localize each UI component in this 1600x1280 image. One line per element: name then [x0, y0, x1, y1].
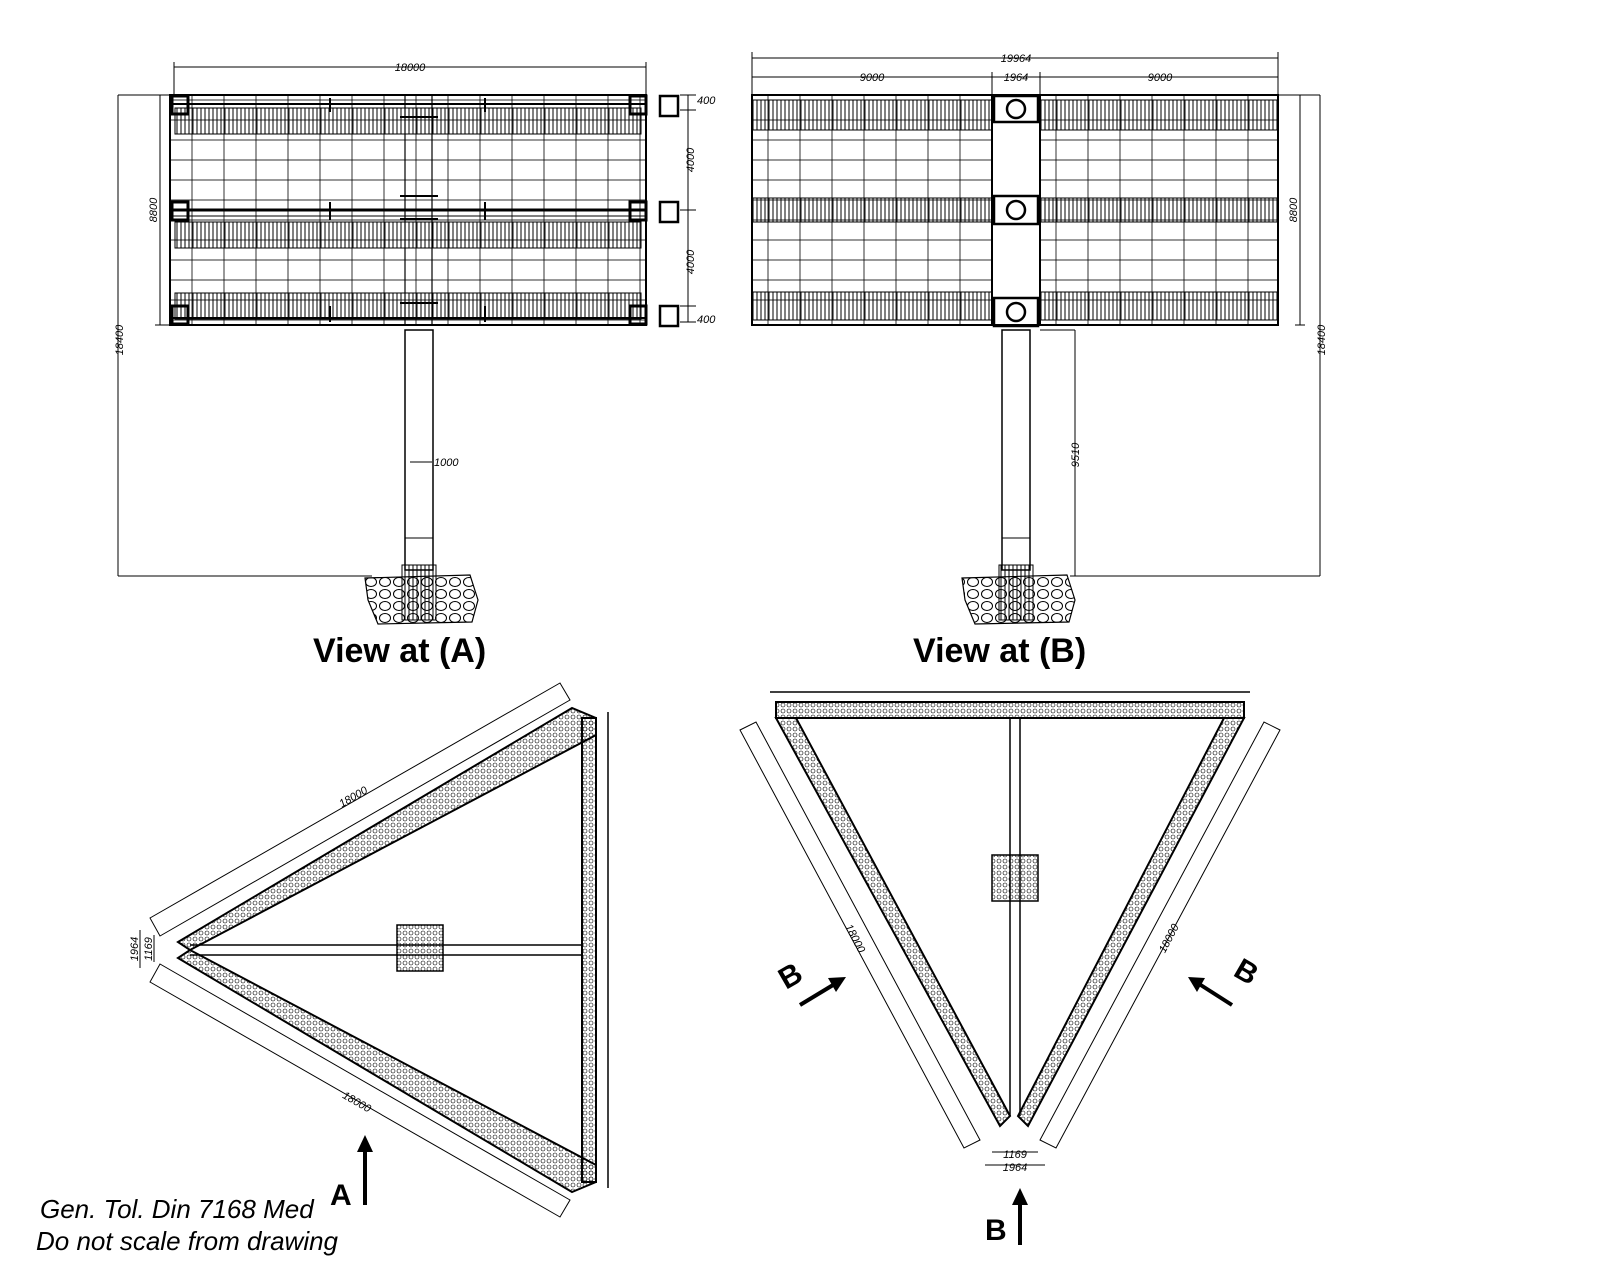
dim-apex-outer-1964: 1964	[129, 937, 141, 961]
wall-right-a	[581, 717, 597, 1183]
note-tolerance: Gen. Tol. Din 7168 Med	[40, 1194, 315, 1224]
view-arrow-b-left: B	[773, 957, 846, 1007]
view-arrow-b-right: B	[1188, 952, 1264, 1007]
wall-right-b	[1016, 717, 1246, 1128]
arrow-label-b-right: B	[1229, 952, 1264, 991]
dim-left-9000: 9000	[860, 72, 885, 84]
dim-bay-lower-4000: 4000	[685, 249, 697, 274]
dim-panel-height-8800-b: 8800	[1288, 197, 1300, 222]
dim-side-upper-18000: 18000	[337, 784, 370, 810]
dim-bay-upper-4000: 4000	[685, 147, 697, 172]
pole-b	[1001, 329, 1031, 571]
plan-view-b: 18000 18000 1169 1964 B B B	[739, 691, 1281, 1247]
note-do-not-scale: Do not scale from drawing	[36, 1226, 339, 1256]
plan-view-a: 18000 18000 1964 1169 A	[129, 682, 609, 1218]
dim-panel-height-8800: 8800	[148, 197, 160, 222]
dim-side-right-18000: 18000	[1157, 921, 1182, 954]
dim-side-left-18000: 18000	[842, 922, 867, 955]
pole-a	[404, 329, 434, 571]
view-b-title: View at (B)	[913, 632, 1086, 670]
view-arrow-a: A	[330, 1135, 373, 1212]
dim-width-18000: 18000	[395, 62, 426, 74]
wall-upper-a	[176, 706, 597, 952]
dim-center-1964: 1964	[1004, 72, 1028, 84]
wall-left-b	[774, 717, 1012, 1128]
dim-apex-inner-1169: 1169	[143, 937, 155, 961]
general-notes: Gen. Tol. Din 7168 Med Do not scale from…	[36, 1194, 339, 1256]
dim-right-9000: 9000	[1148, 72, 1173, 84]
dim-total-height-18400: 18400	[114, 324, 126, 355]
center-column-b	[991, 94, 1041, 326]
wall-lower-a	[176, 948, 597, 1194]
elevation-view-b: 19964 9000 1964 9000 8800	[751, 52, 1328, 670]
truss-band-middle	[174, 221, 642, 249]
view-arrow-b-bottom: B	[985, 1188, 1028, 1247]
elevation-view-a: 18000	[114, 62, 716, 670]
dim-overall-19964: 19964	[1001, 53, 1032, 65]
dim-top-margin-400: 400	[697, 95, 716, 107]
truss-band-bottom	[174, 292, 642, 320]
arrow-label-b-left: B	[773, 957, 808, 996]
dim-total-height-18400-b: 18400	[1316, 324, 1328, 355]
base-plate-a	[396, 924, 444, 972]
dim-apex-outer-1964-b: 1964	[1003, 1162, 1027, 1174]
arrow-label-b-bottom: B	[985, 1214, 1007, 1247]
dim-side-lower-18000: 18000	[340, 1090, 373, 1116]
wall-top-b	[775, 701, 1245, 719]
dim-pole-height-9510: 9510	[1070, 442, 1082, 467]
base-plate-b	[991, 854, 1039, 902]
dim-apex-inner-1169-b: 1169	[1003, 1149, 1027, 1161]
view-a-title: View at (A)	[313, 632, 486, 670]
arrow-label-a: A	[330, 1179, 352, 1212]
truss-band-top	[174, 107, 642, 135]
side-brackets-a	[170, 94, 680, 328]
dim-bottom-margin-400: 400	[697, 314, 716, 326]
dim-pole-1000: 1000	[434, 457, 459, 469]
